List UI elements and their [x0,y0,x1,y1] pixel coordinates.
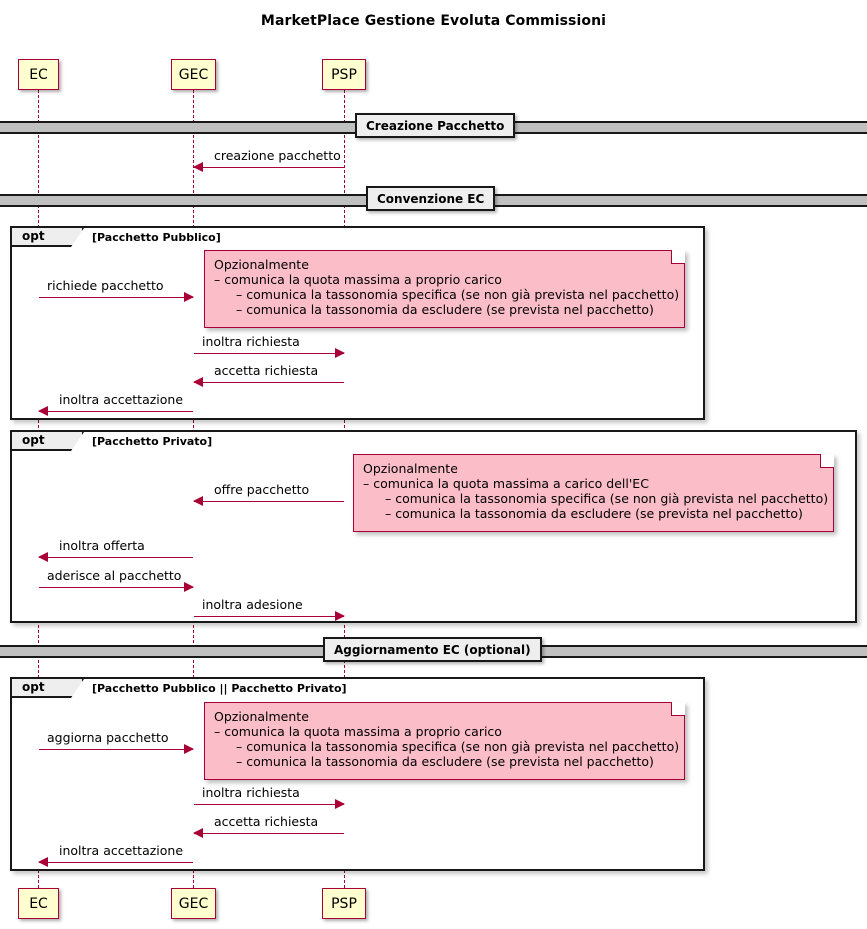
message-shaft [194,616,344,617]
participant-ec-bottom[interactable]: EC [18,888,59,919]
note-line: – comunica la quota massima a proprio ca… [214,272,502,287]
message-label: inoltra accettazione [59,392,184,407]
fragment-keyword: opt [12,432,84,451]
participant-gec-bottom[interactable]: GEC [171,888,216,919]
page-title: MarketPlace Gestione Evoluta Commissioni [260,13,607,29]
message-label: aggiorna pacchetto [47,730,169,745]
note-line: – comunica la quota massima a proprio ca… [214,724,502,739]
message-shaft [39,411,193,412]
fragment-condition: [Pacchetto Pubblico] [92,231,221,244]
message-label: inoltra richiesta [202,334,300,349]
message-shaft [39,557,193,558]
divider-label: Aggiornamento EC (optional) [323,637,542,662]
message-shaft [194,353,344,354]
arrowhead-left [38,552,48,562]
message-label: accetta richiesta [214,814,319,829]
message-label: inoltra accettazione [59,843,184,858]
note-line: Opzionalmente [214,709,309,724]
message-shaft [39,587,193,588]
message-label: inoltra offerta [59,538,145,553]
note-line: – comunica la tassonomia da escludere (s… [236,302,654,317]
note-fold-icon [671,250,685,264]
divider-creazione-pacchetto: Creazione Pacchetto [0,113,867,139]
arrowhead-right [335,611,345,621]
arrowhead-left [193,828,203,838]
message-shaft [39,749,193,750]
message-shaft [194,833,344,834]
message-label: offre pacchetto [214,482,310,497]
participant-gec-top[interactable]: GEC [171,59,216,90]
participant-psp-top-label: PSP [331,66,357,83]
note-line: – comunica la tassonomia specifica (se n… [236,739,680,754]
participant-gec-top-label: GEC [178,66,209,83]
arrowhead-right [335,799,345,809]
message-label: inoltra adesione [202,597,303,612]
divider-label: Creazione Pacchetto [355,113,516,138]
arrowhead-right [184,582,194,592]
participant-psp-bottom-label: PSP [331,895,357,912]
message-shaft [194,382,344,383]
message-shaft [194,501,344,502]
arrowhead-right [184,744,194,754]
note-line: – comunica la tassonomia specifica (se n… [236,287,680,302]
note-line: – comunica la quota massima a carico del… [363,476,649,491]
message-label: aderisce al pacchetto [47,568,182,583]
note-line: – comunica la tassonomia da escludere (s… [236,754,654,769]
arrowhead-left [193,496,203,506]
message-shaft [194,167,344,168]
participant-psp-bottom[interactable]: PSP [322,888,366,919]
note-fold-icon [671,702,685,716]
arrowhead-left [38,857,48,867]
note-line: Opzionalmente [363,461,458,476]
participant-gec-bottom-label: GEC [178,895,209,912]
arrowhead-right [335,348,345,358]
fragment-keyword: opt [12,228,84,247]
message-shaft [39,862,193,863]
divider-convenzione-ec: Convenzione EC [0,186,867,212]
note-line: – comunica la tassonomia da escludere (s… [385,506,803,521]
participant-psp-top[interactable]: PSP [322,59,366,90]
message-label: accetta richiesta [214,363,319,378]
participant-ec-bottom-label: EC [29,895,48,912]
participant-ec-top-label: EC [29,66,48,83]
fragment-condition: [Pacchetto Pubblico || Pacchetto Privato… [92,682,347,695]
message-label: richiede pacchetto [47,278,164,293]
divider-aggiornamento-ec: Aggiornamento EC (optional) [0,637,867,663]
message-shaft [194,804,344,805]
note-fold-icon [820,454,834,468]
note-opzionalmente-2: Opzionalmente – comunica la quota massim… [353,454,834,532]
participant-ec-top[interactable]: EC [18,59,59,90]
note-line: Opzionalmente [214,257,309,272]
fragment-condition: [Pacchetto Privato] [92,435,213,448]
arrowhead-left [38,406,48,416]
arrowhead-left [193,162,203,172]
message-shaft [39,297,193,298]
arrowhead-left [193,377,203,387]
divider-label: Convenzione EC [366,186,496,211]
message-label: inoltra richiesta [202,785,300,800]
note-opzionalmente-3: Opzionalmente – comunica la quota massim… [204,702,685,780]
note-line: – comunica la tassonomia specifica (se n… [385,491,829,506]
note-opzionalmente-1: Opzionalmente – comunica la quota massim… [204,250,685,328]
fragment-keyword: opt [12,679,84,698]
arrowhead-right [184,292,194,302]
message-label: creazione pacchetto [214,148,341,163]
